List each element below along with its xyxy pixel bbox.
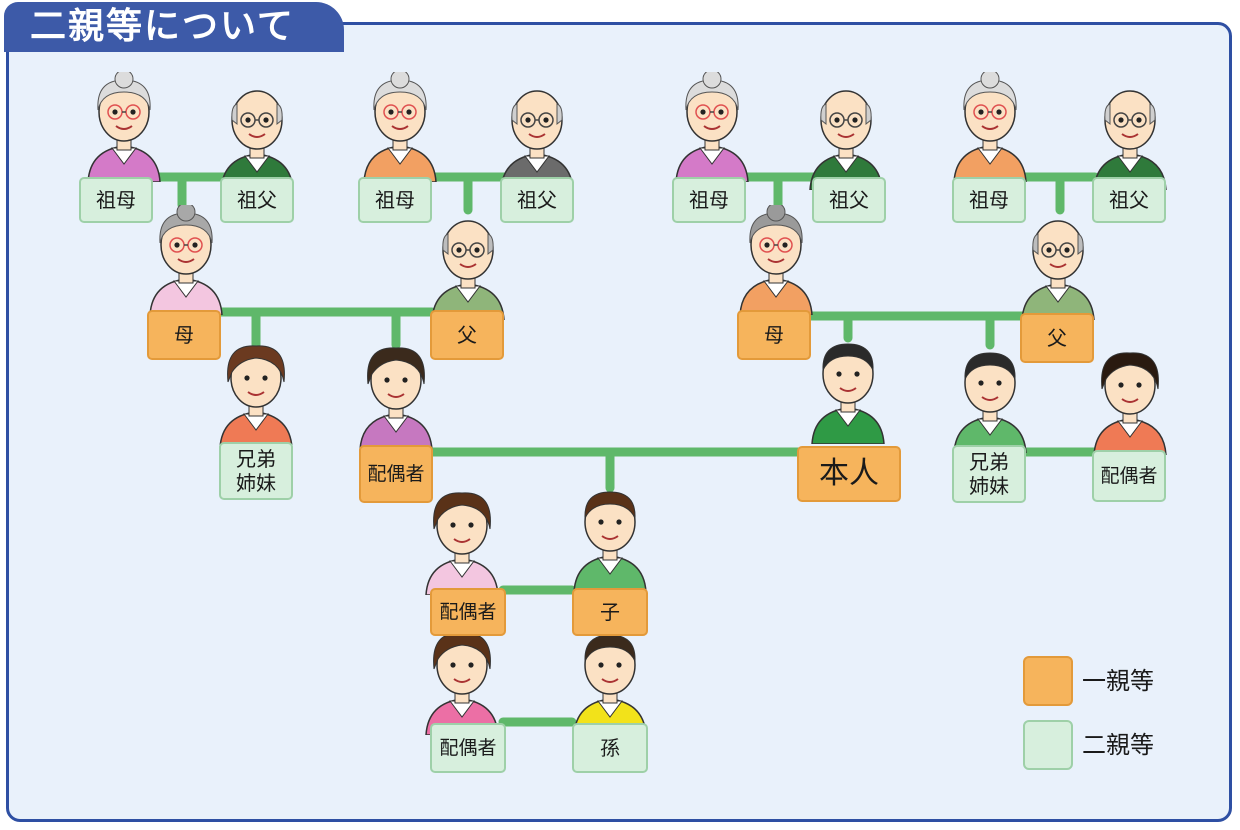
label-self: 本人: [797, 446, 901, 502]
elderly-woman-icon: [953, 72, 1027, 182]
elderly-man-icon: [431, 220, 505, 320]
woman-icon: [219, 345, 293, 448]
woman-icon: [425, 632, 499, 735]
label-sibling-2: 兄弟 姉妹: [952, 445, 1026, 503]
elderly-man-icon: [500, 90, 574, 190]
label-father-2: 父: [1020, 313, 1094, 363]
elderly-woman-icon: [149, 205, 223, 315]
page-title: 二親等について: [4, 2, 344, 52]
man-icon: [573, 491, 647, 592]
label-sibling-spouse: 配偶者: [1092, 450, 1166, 502]
label-mother-2: 母: [737, 310, 811, 360]
legend-second-swatch: [1023, 720, 1073, 770]
label-spouse-self: 配偶者: [359, 445, 433, 503]
legend-second-label: 二親等: [1082, 731, 1154, 759]
label-grandmother-4: 祖母: [952, 177, 1026, 223]
elderly-man-icon: [220, 90, 294, 190]
elderly-woman-icon: [87, 72, 161, 182]
label-child: 子: [572, 588, 648, 636]
man-icon: [953, 352, 1027, 453]
elderly-man-icon: [809, 90, 883, 190]
woman-icon: [359, 347, 433, 450]
elderly-man-icon: [1021, 220, 1095, 320]
elderly-man-icon: [1093, 90, 1167, 190]
label-grandfather-3: 祖父: [812, 177, 886, 223]
label-sibling-1: 兄弟 姉妹: [219, 442, 293, 500]
label-grandmother-2: 祖母: [358, 177, 432, 223]
label-grandchild-spouse: 配偶者: [430, 723, 506, 773]
label-child-spouse: 配偶者: [430, 588, 506, 636]
elderly-woman-icon: [675, 72, 749, 182]
label-father-1: 父: [430, 310, 504, 360]
elderly-woman-icon: [363, 72, 437, 182]
woman-icon: [425, 492, 499, 595]
legend-first-swatch: [1023, 656, 1073, 706]
label-grandfather-1: 祖父: [220, 177, 294, 223]
elderly-woman-icon: [739, 205, 813, 315]
label-grandchild: 孫: [572, 723, 648, 773]
label-grandfather-4: 祖父: [1092, 177, 1166, 223]
man-icon: [811, 343, 885, 444]
man-icon: [573, 634, 647, 735]
label-mother-1: 母: [147, 310, 221, 360]
label-grandfather-2: 祖父: [500, 177, 574, 223]
legend-first-label: 一親等: [1082, 667, 1154, 695]
label-grandmother-1: 祖母: [79, 177, 153, 223]
label-grandmother-3: 祖母: [672, 177, 746, 223]
woman-icon: [1093, 352, 1167, 455]
